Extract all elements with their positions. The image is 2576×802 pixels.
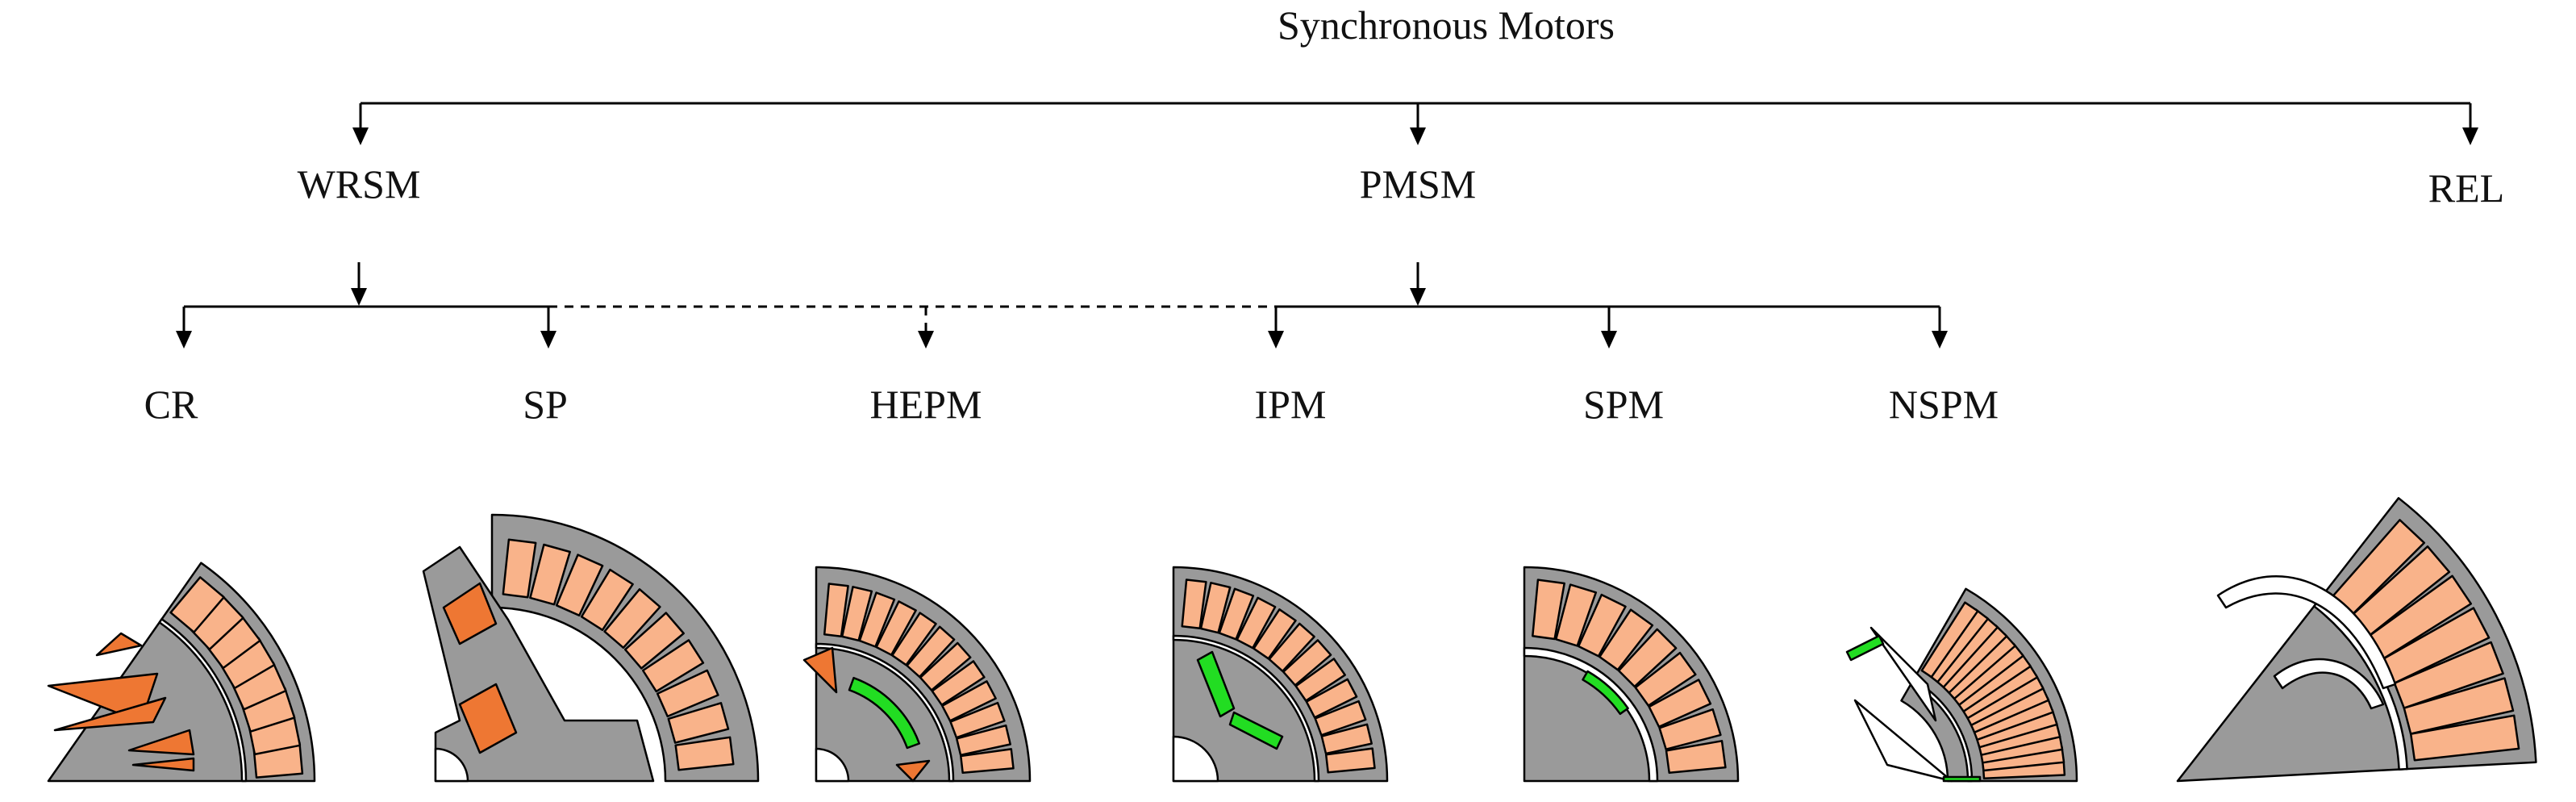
sp-label: SP xyxy=(523,382,568,427)
flux-barrier xyxy=(2216,575,2397,690)
magnet xyxy=(1582,670,1629,716)
stator-slot xyxy=(941,680,997,722)
stator-slot xyxy=(1282,639,1332,687)
spm-motor-icon xyxy=(1523,566,1740,783)
root-label: Synchronous Motors xyxy=(1278,2,1615,48)
arrowheads xyxy=(176,127,2478,349)
stator-slot xyxy=(955,724,1011,757)
flux-barrier xyxy=(2273,658,2385,710)
field-winding xyxy=(53,696,167,732)
tree-connectors xyxy=(182,102,2472,345)
stator-slot xyxy=(667,702,730,744)
stator-slot xyxy=(1648,679,1712,729)
magnet xyxy=(1845,634,1885,662)
stator-slot xyxy=(555,553,604,617)
cr-label: CR xyxy=(144,382,198,427)
stator-slot xyxy=(875,600,917,656)
field-winding xyxy=(127,729,195,756)
rel-motor-icon xyxy=(2176,497,2537,783)
field-winding xyxy=(131,757,195,772)
stator-slot xyxy=(603,588,661,650)
ipm-motor-icon xyxy=(1172,566,1389,783)
stator-slot xyxy=(960,748,1015,775)
stator-slot xyxy=(1236,596,1277,650)
stator-slot xyxy=(891,612,937,666)
stator-slot xyxy=(1634,651,1697,707)
stator-slot xyxy=(931,660,986,706)
hepm-label: HEPM xyxy=(870,382,982,427)
stator-slot xyxy=(1555,583,1598,647)
stator-slot xyxy=(1305,678,1358,719)
stator-slot xyxy=(1314,700,1367,737)
stator-slot xyxy=(1617,628,1678,688)
flux-barrier xyxy=(1869,626,1937,722)
stator-slot xyxy=(1294,658,1346,702)
stator-slot xyxy=(502,538,537,599)
stator-slot xyxy=(840,586,873,642)
hepm-motor-icon xyxy=(802,566,1032,783)
nspm-motor-icon xyxy=(1845,587,2078,783)
stator-slot xyxy=(169,576,225,633)
stator-slot xyxy=(1577,593,1627,658)
stator-slot xyxy=(1599,608,1654,671)
stator-slot xyxy=(1920,601,1979,679)
field-winding xyxy=(802,646,838,694)
hybrid-dashed-link xyxy=(548,305,1276,345)
stator-slot xyxy=(919,641,972,691)
sp-motor-icon xyxy=(422,513,760,783)
stator-slot xyxy=(1199,582,1232,634)
magnet xyxy=(848,676,921,750)
stator-slot xyxy=(1268,622,1315,673)
stator-slot xyxy=(623,612,685,670)
motor-icons xyxy=(47,497,2537,783)
magnet xyxy=(1196,650,1236,718)
field-winding xyxy=(95,632,143,657)
stator-slot xyxy=(1181,579,1207,630)
stator-slot xyxy=(858,591,896,648)
spm-label: SPM xyxy=(1583,382,1664,427)
stator-slot xyxy=(2409,714,2520,762)
stator-slot xyxy=(529,543,571,606)
stator-slot xyxy=(1253,608,1297,660)
magnet xyxy=(1942,775,1982,783)
field-winding xyxy=(895,759,931,783)
field-winding xyxy=(442,582,498,645)
stator-slot xyxy=(641,639,705,693)
stator-slot xyxy=(1665,740,1727,774)
stator-slot xyxy=(1324,747,1376,774)
pmsm-label: PMSM xyxy=(1360,161,1477,207)
stator-slot xyxy=(823,583,849,637)
stator-slot xyxy=(949,701,1006,739)
cr-motor-icon xyxy=(47,562,316,783)
stator-slot xyxy=(580,568,634,632)
stator-slot xyxy=(1658,708,1722,750)
stator-slot xyxy=(674,736,735,771)
magnet xyxy=(1228,711,1284,750)
field-winding xyxy=(458,683,518,754)
nspm-label: NSPM xyxy=(1889,382,1999,427)
stator-slot xyxy=(2393,641,2504,709)
stator-slot xyxy=(656,669,719,718)
flux-barrier xyxy=(1853,699,1953,783)
stator-slot xyxy=(1218,587,1255,641)
stator-slot xyxy=(2403,677,2515,735)
ipm-label: IPM xyxy=(1255,382,1327,427)
wrsm-label: WRSM xyxy=(298,161,421,207)
stator-slot xyxy=(1320,723,1373,755)
stator-slot xyxy=(906,625,956,679)
rel-label: REL xyxy=(2428,165,2504,211)
stator-slot xyxy=(1532,579,1565,641)
